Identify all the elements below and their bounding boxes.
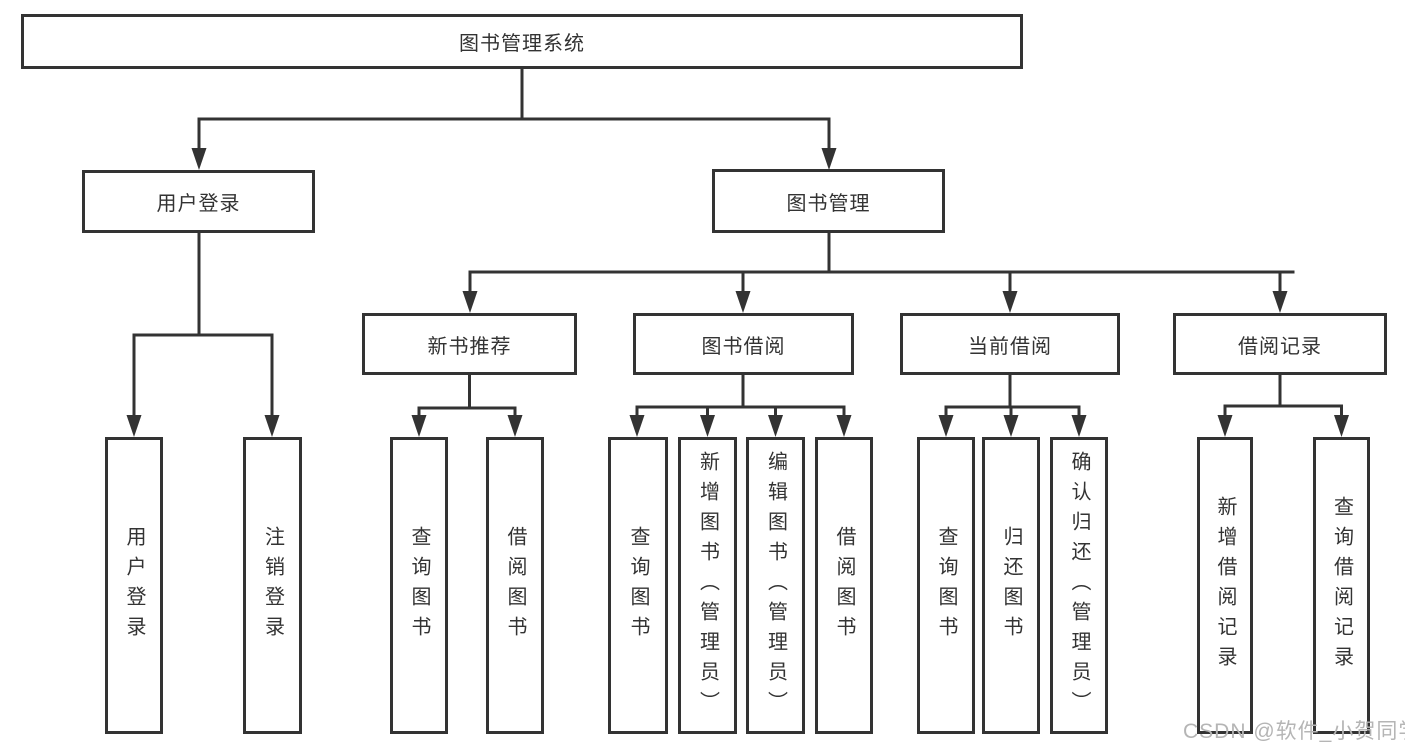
leaf-query-books-current: 查询图书 bbox=[917, 437, 975, 734]
leaf-add-books-admin: 新增图书（管理员） bbox=[678, 437, 737, 734]
leaf-query-books-recommend-label: 查询图书 bbox=[408, 525, 430, 646]
leaf-borrow-books-recommend-label: 借阅图书 bbox=[504, 525, 526, 646]
leaf-logout-label: 注销登录 bbox=[261, 525, 284, 646]
leaf-add-borrow-record: 新增借阅记录 bbox=[1197, 437, 1253, 734]
node-book-management: 图书管理 bbox=[712, 169, 945, 233]
node-root-label: 图书管理系统 bbox=[459, 33, 585, 55]
leaf-user-login-label: 用户登录 bbox=[123, 525, 145, 646]
arrowhead-current-borrow bbox=[1002, 291, 1018, 313]
node-current-borrowing: 当前借阅 bbox=[900, 313, 1120, 375]
arrowhead-book-mgmt bbox=[821, 148, 837, 170]
leaf-borrow-books-recommend: 借阅图书 bbox=[486, 437, 544, 734]
arrowhead-leaf-query-record bbox=[1334, 415, 1349, 437]
leaf-edit-books-admin: 编辑图书（管理员） bbox=[746, 437, 805, 734]
node-borrowing-records-label: 借阅记录 bbox=[1238, 335, 1322, 358]
arrowhead-leaf-query1 bbox=[411, 415, 427, 437]
arrowhead-leaf-logout bbox=[264, 415, 280, 437]
leaf-query-borrow-record: 查询借阅记录 bbox=[1313, 437, 1370, 734]
leaf-confirm-return-admin-label: 确认归还（管理员） bbox=[1068, 450, 1090, 721]
leaf-query-books-borrowing-label: 查询图书 bbox=[627, 525, 649, 646]
leaf-query-borrow-record-label: 查询借阅记录 bbox=[1330, 495, 1353, 676]
leaf-add-books-admin-label: 新增图书（管理员） bbox=[696, 450, 719, 721]
node-user-login: 用户登录 bbox=[82, 170, 315, 233]
leaf-edit-books-admin-label: 编辑图书（管理员） bbox=[764, 450, 787, 721]
leaf-return-books-label: 归还图书 bbox=[1000, 525, 1022, 646]
arrowhead-leaf-borrow2 bbox=[836, 415, 852, 437]
node-borrowing-records: 借阅记录 bbox=[1173, 313, 1387, 375]
leaf-user-login: 用户登录 bbox=[105, 437, 163, 734]
csdn-watermark: CSDN @软件_小贺同学 bbox=[1183, 720, 1405, 743]
arrowhead-new-book bbox=[462, 291, 478, 313]
arrowhead-leaf-query2 bbox=[629, 415, 645, 437]
leaf-return-books: 归还图书 bbox=[982, 437, 1040, 734]
arrowhead-leaf-return bbox=[1003, 415, 1019, 437]
arrowhead-borrow-records bbox=[1272, 291, 1288, 313]
leaf-borrow-books-borrowing-label: 借阅图书 bbox=[833, 525, 855, 646]
leaf-borrow-books-borrowing: 借阅图书 bbox=[815, 437, 873, 734]
node-user-login-label: 用户登录 bbox=[156, 193, 241, 215]
leaf-query-books-borrowing: 查询图书 bbox=[608, 437, 668, 734]
leaf-confirm-return-admin: 确认归还（管理员） bbox=[1050, 437, 1108, 734]
arrowhead-leaf-borrow1 bbox=[507, 415, 523, 437]
node-book-borrowing: 图书借阅 bbox=[633, 313, 854, 375]
arrowhead-user-login bbox=[191, 148, 207, 170]
arrowhead-leaf-confirm-return bbox=[1071, 415, 1087, 437]
arrowhead-leaf-query3 bbox=[938, 415, 954, 437]
arrowhead-leaf-add-record bbox=[1217, 415, 1233, 437]
leaf-query-books-current-label: 查询图书 bbox=[935, 525, 957, 646]
arrowhead-book-borrow bbox=[735, 291, 751, 313]
node-new-book-recommend: 新书推荐 bbox=[362, 313, 577, 375]
arrowhead-leaf-add-book bbox=[700, 415, 715, 437]
node-new-book-recommend-label: 新书推荐 bbox=[427, 335, 512, 358]
arrowhead-leaf-login bbox=[126, 415, 142, 437]
leaf-logout: 注销登录 bbox=[243, 437, 302, 734]
leaf-query-books-recommend: 查询图书 bbox=[390, 437, 448, 734]
leaf-add-borrow-record-label: 新增借阅记录 bbox=[1214, 495, 1236, 676]
node-book-borrowing-label: 图书借阅 bbox=[701, 335, 786, 358]
arrowhead-leaf-edit-book bbox=[768, 415, 783, 437]
node-current-borrowing-label: 当前借阅 bbox=[968, 335, 1052, 358]
node-root: 图书管理系统 bbox=[21, 14, 1023, 69]
node-book-management-label: 图书管理 bbox=[786, 192, 871, 215]
